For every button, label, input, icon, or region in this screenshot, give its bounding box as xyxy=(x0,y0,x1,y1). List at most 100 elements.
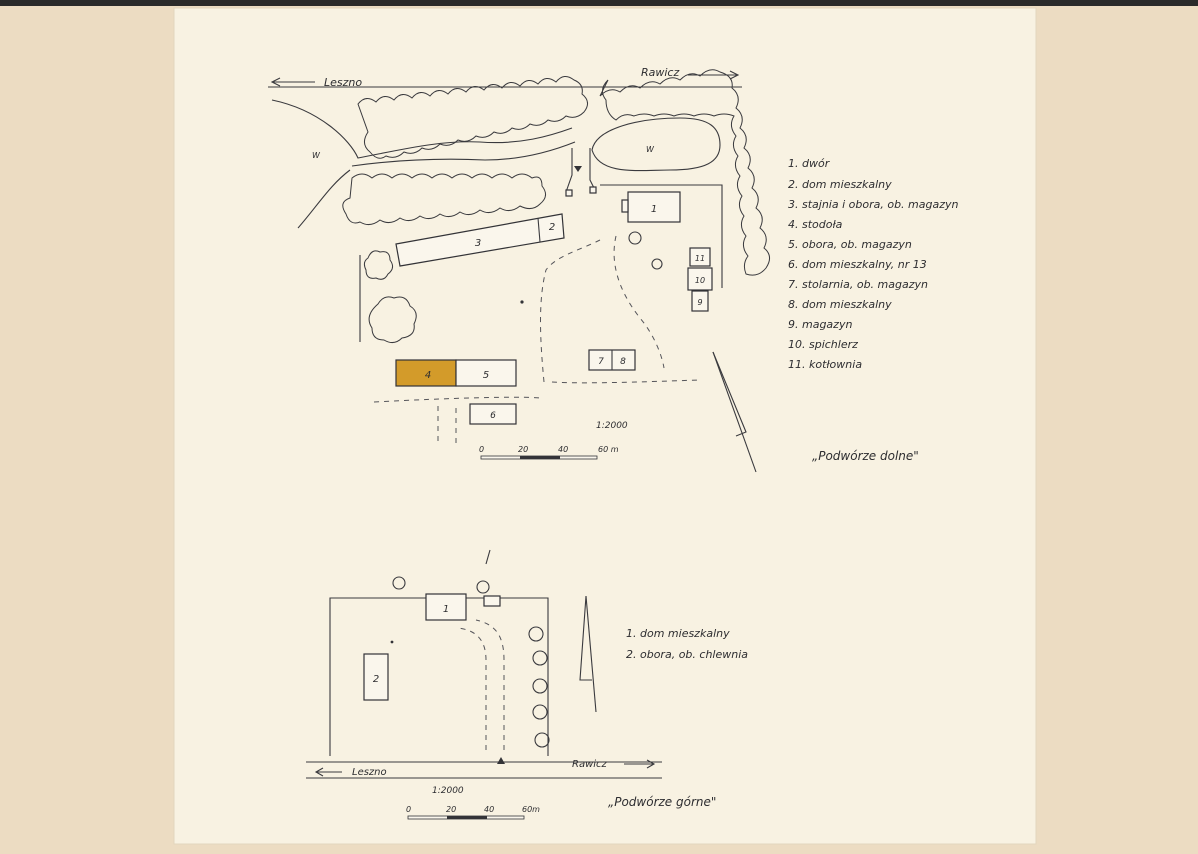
legend-item: 1. dwór xyxy=(788,157,831,170)
entrance-arrow-icon xyxy=(574,166,582,172)
scale-tick-20: 20 xyxy=(518,445,528,454)
entrance-arrow-icon xyxy=(497,757,505,764)
tree-clump-west-1 xyxy=(363,250,394,280)
legend-item: 8. dom mieszkalny xyxy=(788,298,892,311)
upper-legend: 1. dom mieszkalny 2. obora, ob. chlewnia xyxy=(626,627,748,661)
legend-item: 4. stodoła xyxy=(788,218,843,231)
scale-bar-upper-fill xyxy=(447,816,487,819)
track-southwest xyxy=(373,396,541,403)
water-label-right: W xyxy=(646,145,655,154)
lower-legend: 1. dwór 2. dom mieszkalny 3. stajnia i o… xyxy=(788,157,959,371)
legend-item: 2. obora, ob. chlewnia xyxy=(626,648,748,661)
water-label-left: W xyxy=(312,151,321,160)
scale-bar-lower-fill xyxy=(520,456,560,459)
gate-post-left xyxy=(565,189,573,197)
building-9-label: 9 xyxy=(697,298,702,307)
building-6-house xyxy=(469,403,517,425)
tree-belt-north xyxy=(357,76,588,159)
road-label-left: Leszno xyxy=(324,76,362,89)
upper-yard-plan: 1 2 Leszno Rawicz 1:2000 0 20 40 60m xyxy=(306,549,716,820)
legend-item: 6. dom mieszkalny, nr 13 xyxy=(788,258,927,271)
building-3-label: 3 xyxy=(475,238,481,249)
building-4-barn-highlighted xyxy=(395,359,457,387)
scale-tick-60: 60m xyxy=(522,805,540,814)
lane-right xyxy=(475,619,505,750)
gate-post-right xyxy=(589,186,597,194)
paper-sheet xyxy=(173,7,1037,845)
arrow-right-head-icon xyxy=(729,70,740,80)
building-1-label: 1 xyxy=(651,204,657,215)
building-7-label: 7 xyxy=(598,357,604,367)
scale-tick-0: 0 xyxy=(406,805,411,814)
legend-item: 11. kotłownia xyxy=(788,358,862,371)
legend-item: 7. stolarnia, ob. magazyn xyxy=(788,278,928,291)
building-3-stable xyxy=(395,213,565,267)
lane-left xyxy=(457,627,487,750)
building-1-label: 1 xyxy=(443,604,449,615)
small-shed xyxy=(483,595,501,607)
road-label-right: Rawicz xyxy=(641,66,679,79)
building-2-divider xyxy=(537,217,541,243)
tree-clump-west-2 xyxy=(368,296,417,344)
tree-north-2 xyxy=(476,580,490,594)
scan-edge xyxy=(0,0,1198,6)
tree-yard xyxy=(651,258,663,270)
upper-caption: „Podwórze górne" xyxy=(608,795,716,809)
building-1-porch xyxy=(621,199,629,213)
lower-caption: „Podwórze dolne" xyxy=(812,449,919,463)
arrow-left-head-icon xyxy=(314,767,324,777)
tree-belt-east xyxy=(599,69,770,276)
track-south xyxy=(551,379,701,384)
building-10-granary xyxy=(687,267,713,291)
pond-right xyxy=(591,117,721,172)
tree-row-5 xyxy=(534,732,550,748)
scale-tick-20: 20 xyxy=(446,805,456,814)
legend-item: 3. stajnia i obora, ob. magazyn xyxy=(788,198,959,211)
north-arrow-line xyxy=(585,595,597,713)
stream-outflow xyxy=(297,169,351,229)
tree-row-4 xyxy=(532,704,548,720)
tree-row-2 xyxy=(532,650,548,666)
scale-tick-40: 40 xyxy=(558,445,568,454)
building-2-barn xyxy=(363,653,389,701)
tree-near-manor xyxy=(628,231,642,245)
scale-tick-0: 0 xyxy=(479,445,484,454)
building-1-house xyxy=(425,593,467,621)
point-marker xyxy=(390,640,394,644)
lane-left-edge xyxy=(565,148,573,193)
north-arrow-icon xyxy=(712,351,747,437)
legend-item: 1. dom mieszkalny xyxy=(626,627,730,640)
arrow-right-head-icon xyxy=(646,759,656,769)
tree-row-1 xyxy=(528,626,544,642)
boundary-manor xyxy=(600,184,723,288)
scale-text-lower: 1:2000 xyxy=(596,421,628,431)
building-9-store xyxy=(691,290,709,312)
building-6-label: 6 xyxy=(490,411,496,421)
road-label-right: Rawicz xyxy=(572,759,608,770)
stream-lower-bank xyxy=(351,141,576,167)
road-label-left: Leszno xyxy=(352,767,387,778)
scale-tick-60: 60 m xyxy=(598,445,619,454)
stream-upper-bank xyxy=(271,99,573,159)
building-10-label: 10 xyxy=(695,276,705,285)
building-11-boiler xyxy=(689,247,711,267)
arrow-left-head-icon xyxy=(270,77,281,87)
track-west xyxy=(540,239,601,383)
track-east xyxy=(613,235,665,369)
building-2-label: 2 xyxy=(373,674,379,685)
north-arrow-icon xyxy=(579,595,592,681)
building-11-label: 11 xyxy=(695,254,705,263)
north-arrow-line xyxy=(712,351,757,473)
building-4-label: 4 xyxy=(425,370,431,381)
legend-item: 5. obora, ob. magazyn xyxy=(788,238,912,251)
scale-text-upper: 1:2000 xyxy=(432,786,464,796)
legend-item: 9. magazyn xyxy=(788,318,852,331)
building-2-label: 2 xyxy=(549,222,555,233)
building-5-label: 5 xyxy=(483,370,489,381)
tree-row-3 xyxy=(532,678,548,694)
scale-tick-40: 40 xyxy=(484,805,494,814)
tree-north-1 xyxy=(392,576,406,590)
legend-item: 10. spichlerz xyxy=(788,338,858,351)
point-marker xyxy=(520,300,524,304)
